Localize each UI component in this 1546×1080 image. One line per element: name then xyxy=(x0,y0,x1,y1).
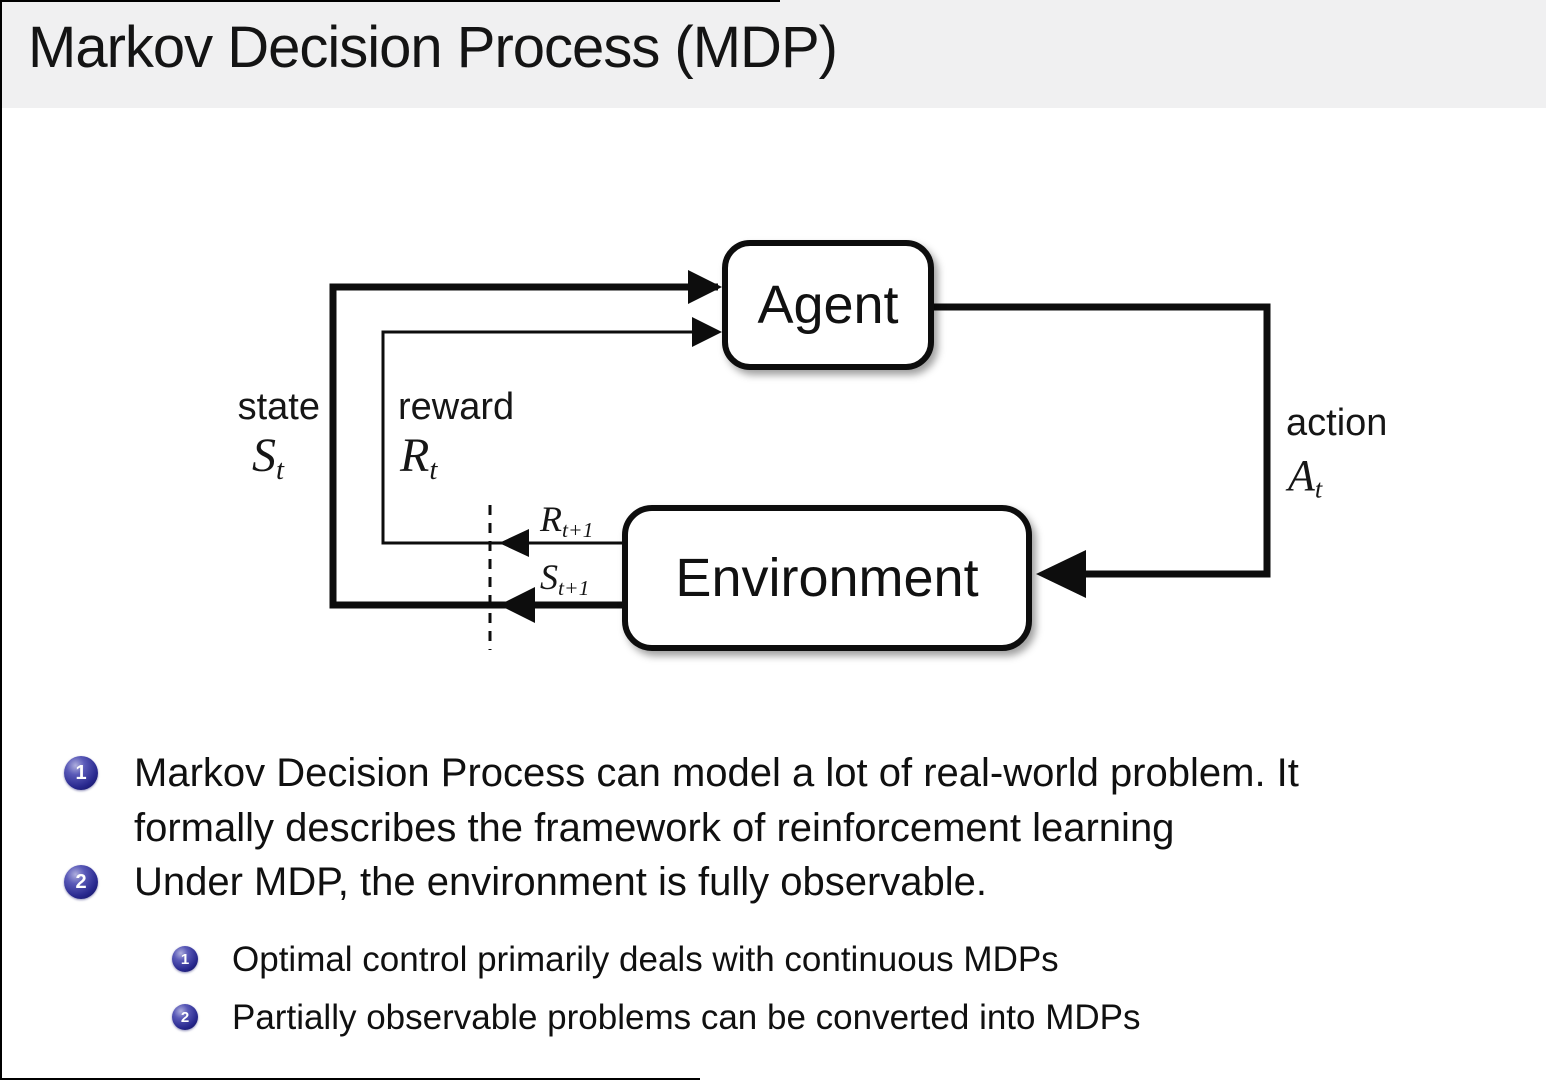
state-loop-line xyxy=(329,283,718,609)
sub-bullet-text: Partially observable problems can be con… xyxy=(232,998,1141,1037)
agent-label: Agent xyxy=(757,275,899,335)
next-state-symbol: St+1 xyxy=(540,557,590,601)
sub-bullet-item-2: 2 Partially observable problems can be c… xyxy=(172,992,1141,1043)
state-symbol: St xyxy=(252,429,285,487)
next-reward-symbol: Rt+1 xyxy=(540,499,594,543)
action-symbol: At xyxy=(1288,451,1323,504)
bottom-edge-line xyxy=(0,1078,700,1080)
bullet-item-2: 2 Under MDP, the environment is fully ob… xyxy=(64,855,1506,910)
arrowhead-state-into-agent-icon xyxy=(688,270,722,304)
sub-bullet-item-1: 1 Optimal control primarily deals with c… xyxy=(172,934,1059,985)
reward-label: reward xyxy=(398,386,515,428)
bullet-number-badge: 1 xyxy=(64,756,98,790)
bullet-item-1: 1 Markov Decision Process can model a lo… xyxy=(64,746,1506,856)
bullet-text: Under MDP, the environment is fully obse… xyxy=(134,860,988,904)
bullet-number-badge: 2 xyxy=(64,865,98,899)
environment-box: Environment xyxy=(622,505,1032,651)
arrowhead-action-into-environment-icon xyxy=(1036,550,1086,598)
state-label: state xyxy=(237,386,320,428)
environment-label: Environment xyxy=(675,548,979,608)
sub-bullet-number-badge: 2 xyxy=(172,1004,198,1030)
top-edge-line xyxy=(0,0,780,2)
left-edge-line xyxy=(0,0,2,1080)
page-title: Markov Decision Process (MDP) xyxy=(28,15,838,80)
arrowhead-next-state-icon xyxy=(499,587,535,623)
sub-bullet-text: Optimal control primarily deals with con… xyxy=(232,940,1059,979)
arrowhead-reward-into-agent-icon xyxy=(692,317,722,347)
reward-symbol: Rt xyxy=(400,429,438,487)
action-label: action xyxy=(1286,402,1388,444)
slide-header: Markov Decision Process (MDP) xyxy=(0,0,1546,108)
bullet-text: Markov Decision Process can model a lot … xyxy=(134,751,1299,850)
arrowhead-next-reward-icon xyxy=(499,529,529,557)
sub-bullet-number-badge: 1 xyxy=(172,946,198,972)
agent-box: Agent xyxy=(722,240,934,370)
action-loop-line xyxy=(934,303,1271,578)
